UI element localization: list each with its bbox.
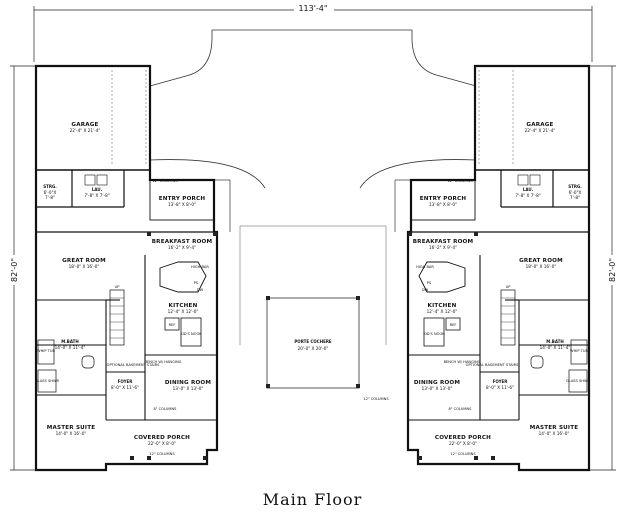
ref-label: REF <box>169 323 176 327</box>
porte-cochere-name: PORTE COCHERE <box>294 339 332 344</box>
ps-label: PS <box>194 281 199 285</box>
covered-columns: 12" COLUMNS <box>450 452 476 456</box>
covered-porch-size: 22'-0" X 8'-0" <box>449 441 477 446</box>
columns-8-label: 8" COLUMNS <box>154 407 178 411</box>
master-suite-name: MASTER SUITE <box>47 425 96 431</box>
plan-caption: Main Floor <box>262 490 363 509</box>
garage-name: GARAGE <box>71 122 98 128</box>
kitchen-size: 12'-4" X 12'-0" <box>168 309 199 314</box>
entry-porch-size: 13'-8" X 8'-0" <box>168 202 196 207</box>
bench-label: BENCH W/ HANGING <box>145 360 182 364</box>
depth-left-label: 82'-0" <box>10 258 19 282</box>
bench-label: BENCH W/ HANGING <box>444 360 481 364</box>
foyer-size: 8'-0" X 11'-6" <box>486 385 514 390</box>
kitchen-name: KITCHEN <box>169 303 198 309</box>
entry-porch-size: 13'-8" X 8'-0" <box>429 202 457 207</box>
kids-nook-label: KID'S NOOK <box>180 332 202 336</box>
kids-nook-label: KID'S NOOK <box>423 332 445 336</box>
lau-size: 7'-8" X 7'-8" <box>515 193 540 198</box>
master-suite-size: 14'-0" X 16'-0" <box>539 431 570 436</box>
covered-porch-size: 22'-0" X 8'-0" <box>148 441 176 446</box>
dining-size: 13'-0" X 13'-0" <box>422 386 453 391</box>
master-suite-size: 14'-0" X 16'-0" <box>56 431 87 436</box>
lau-name: LAU. <box>523 187 534 192</box>
unit-left: GARAGE 22'-4" X 21'-4" STRG. 6'-0"X 7'-8… <box>34 64 231 472</box>
great-room-name: GREAT ROOM <box>62 258 106 264</box>
strg-size-2: 7'-8" <box>570 195 580 200</box>
foyer-name: FOYER <box>118 379 133 384</box>
kitchen-name: KITCHEN <box>428 303 457 309</box>
overall-width-label: 113'-4" <box>298 4 327 13</box>
glass-shwr-label: GLASS SHWR <box>566 379 591 383</box>
porte-cochere-size: 20'-0" X 20'-0" <box>298 346 329 351</box>
breakfast-name: BREAKFAST ROOM <box>413 239 474 245</box>
dining-name: DINING ROOM <box>414 380 461 386</box>
garage-size: 22'-4" X 21'-4" <box>70 128 101 133</box>
whip-tub-label: WHIP TUB <box>570 349 588 353</box>
garage-size: 22'-4" X 21'-4" <box>525 128 556 133</box>
dw-label: DW <box>422 288 429 292</box>
breakfast-name: BREAKFAST ROOM <box>152 239 213 245</box>
mbath-name: M.BATH <box>546 339 563 344</box>
unit-right: GARAGE 22'-4" X 21'-4" STRG. 6'-0"X 7'-8… <box>394 64 591 472</box>
entry-porch-name: ENTRY PORCH <box>420 196 467 202</box>
mbath-size: 14'-0" X 11'-4" <box>55 345 86 350</box>
ps-label: PS <box>427 281 432 285</box>
master-suite-name: MASTER SUITE <box>530 425 579 431</box>
entry-columns: 12" COLUMNS <box>152 179 178 183</box>
great-room-size: 18'-0" X 16'-0" <box>69 264 100 269</box>
strg-name: STRG. <box>43 184 57 189</box>
entry-columns: 12" COLUMNS <box>447 179 473 183</box>
lau-name: LAU. <box>92 187 103 192</box>
up-label: UP <box>506 285 512 289</box>
mbath-size: 14'-0" X 11'-4" <box>540 345 571 350</box>
breakfast-size: 16'-2" X 9'-4" <box>429 245 457 250</box>
foyer-name: FOYER <box>493 379 508 384</box>
strg-size-1: 6'-0"X <box>44 190 57 195</box>
breakfast-size: 16'-2" X 9'-4" <box>168 245 196 250</box>
up-label: UP <box>115 285 121 289</box>
glass-shwr-label: GLASS SHWR <box>35 379 60 383</box>
covered-columns: 12" COLUMNS <box>149 452 175 456</box>
foyer-size: 8'-0" X 11'-6" <box>111 385 139 390</box>
covered-porch-name: COVERED PORCH <box>134 435 190 441</box>
dw-label: DW <box>197 288 204 292</box>
strg-size-2: 7'-8" <box>45 195 55 200</box>
optional-stairs-label: OPTIONAL BASEMENT STAIRS <box>466 363 519 367</box>
great-room-name: GREAT ROOM <box>519 258 563 264</box>
garage-name: GARAGE <box>526 122 553 128</box>
overall-dimensions <box>10 6 616 471</box>
entry-porch-name: ENTRY PORCH <box>159 196 206 202</box>
columns-8-label: 8" COLUMNS <box>449 407 473 411</box>
driveway <box>149 29 477 189</box>
great-room-size: 18'-0" X 16'-0" <box>526 264 557 269</box>
ref-label: REF <box>450 323 457 327</box>
covered-porch-name: COVERED PORCH <box>435 435 491 441</box>
whip-tub-label: WHIP TUB <box>37 349 55 353</box>
porte-cochere: PORTE COCHERE 20'-0" X 20'-0" 12" COLUMN… <box>239 225 389 401</box>
strg-size-1: 6'-0"X <box>569 190 582 195</box>
high-bar-label: HIGH BAR <box>416 265 434 269</box>
dining-name: DINING ROOM <box>165 380 212 386</box>
lau-size: 7'-8" X 7'-8" <box>84 193 109 198</box>
mbath-name: M.BATH <box>61 339 78 344</box>
strg-name: STRG. <box>568 184 582 189</box>
optional-stairs-label: OPTIONAL BASEMENT STAIRS <box>107 363 160 367</box>
porte-cochere-columns: 12" COLUMNS <box>363 397 389 401</box>
depth-right-label: 82'-0" <box>608 258 617 282</box>
dining-size: 13'-0" X 13'-0" <box>173 386 204 391</box>
high-bar-label: HIGH BAR <box>191 265 209 269</box>
kitchen-size: 12'-4" X 12'-0" <box>427 309 458 314</box>
